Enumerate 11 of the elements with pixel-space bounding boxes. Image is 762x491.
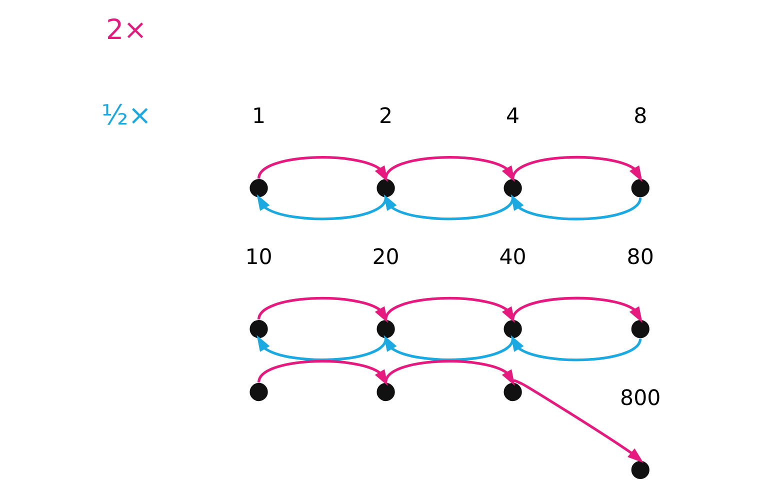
node-label: 8 — [634, 104, 648, 130]
node-label: 800 — [620, 386, 661, 411]
legend-label: 2× — [106, 13, 147, 46]
node-label: 4 — [506, 104, 520, 130]
node-label: 1 — [252, 104, 266, 130]
node-label: 80 — [626, 244, 654, 270]
legend-label: ½× — [101, 98, 152, 132]
node-label: 40 — [499, 244, 526, 270]
node-label: 20 — [372, 244, 400, 270]
node-label: 2 — [379, 104, 393, 130]
node-label: 10 — [245, 244, 272, 270]
